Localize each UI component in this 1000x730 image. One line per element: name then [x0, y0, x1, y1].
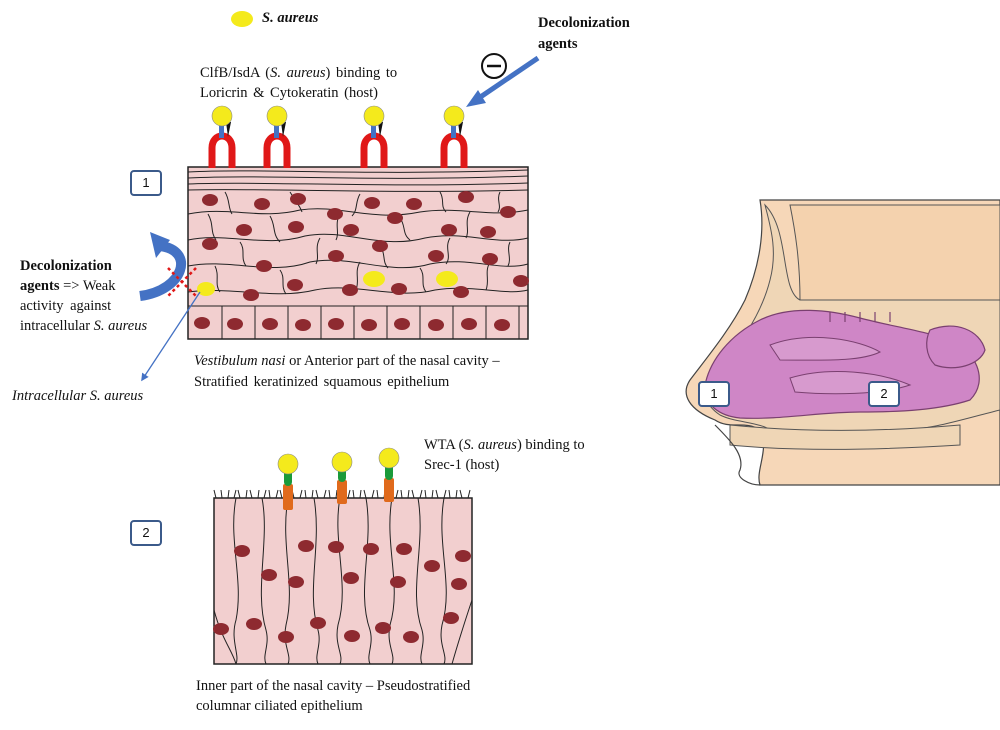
panel2-number-badge: 2	[130, 520, 162, 546]
squamous-epithelium-panel	[187, 166, 529, 340]
intracellular-bacterium	[197, 282, 215, 296]
agents-left-line4: intracellular S. aureus	[20, 318, 148, 334]
binding1-line2: Loricrin & Cytokeratin (host)	[200, 85, 378, 101]
binding2-line1: WTA (S. aureus) binding to	[424, 437, 585, 453]
inhibition-symbol-icon	[481, 53, 507, 79]
binding2-line2: Srec-1 (host)	[424, 457, 500, 473]
blocked-x-icon	[167, 267, 197, 297]
intracellular-bacterium	[363, 271, 385, 287]
agents-left-line1: Decolonization	[20, 258, 112, 274]
intracellular-pointer-line	[141, 291, 201, 382]
anatomy-marker-1: 1	[698, 381, 730, 407]
anatomy-marker-2: 2	[868, 381, 900, 407]
agents-top-line2: agents	[538, 36, 578, 52]
legend-bacterium-icon	[231, 11, 253, 27]
decolonization-arrow-icon	[466, 55, 540, 107]
panel1-caption-line1: Vestibulum nasi or Anterior part of the …	[194, 353, 500, 369]
panel2-caption-line1: Inner part of the nasal cavity – Pseudos…	[196, 678, 471, 694]
legend-label: S. aureus	[262, 10, 319, 26]
binding1-line1: ClfB/IsdA (S. aureus) binding to	[200, 65, 398, 81]
clfb-loricrin-binding-group	[208, 105, 468, 168]
panel2-caption-line2: columnar ciliated epithelium	[196, 698, 363, 714]
panel1-caption-line2: Stratified keratinized squamous epitheli…	[194, 374, 450, 390]
intracellular-bacterium	[436, 271, 458, 287]
agents-top-line1: Decolonization	[538, 15, 630, 31]
agents-left-line3: activity against	[20, 298, 112, 314]
columnar-epithelium-panel	[213, 489, 473, 665]
weak-activity-arrow-icon	[139, 232, 186, 301]
intracellular-label: Intracellular S. aureus	[12, 388, 144, 404]
agents-left-line2: agents => Weak	[20, 278, 116, 294]
nasal-cavity-anatomy	[685, 199, 1000, 486]
wta-srec1-binding-group	[277, 447, 400, 510]
panel1-number-badge: 1	[130, 170, 162, 196]
